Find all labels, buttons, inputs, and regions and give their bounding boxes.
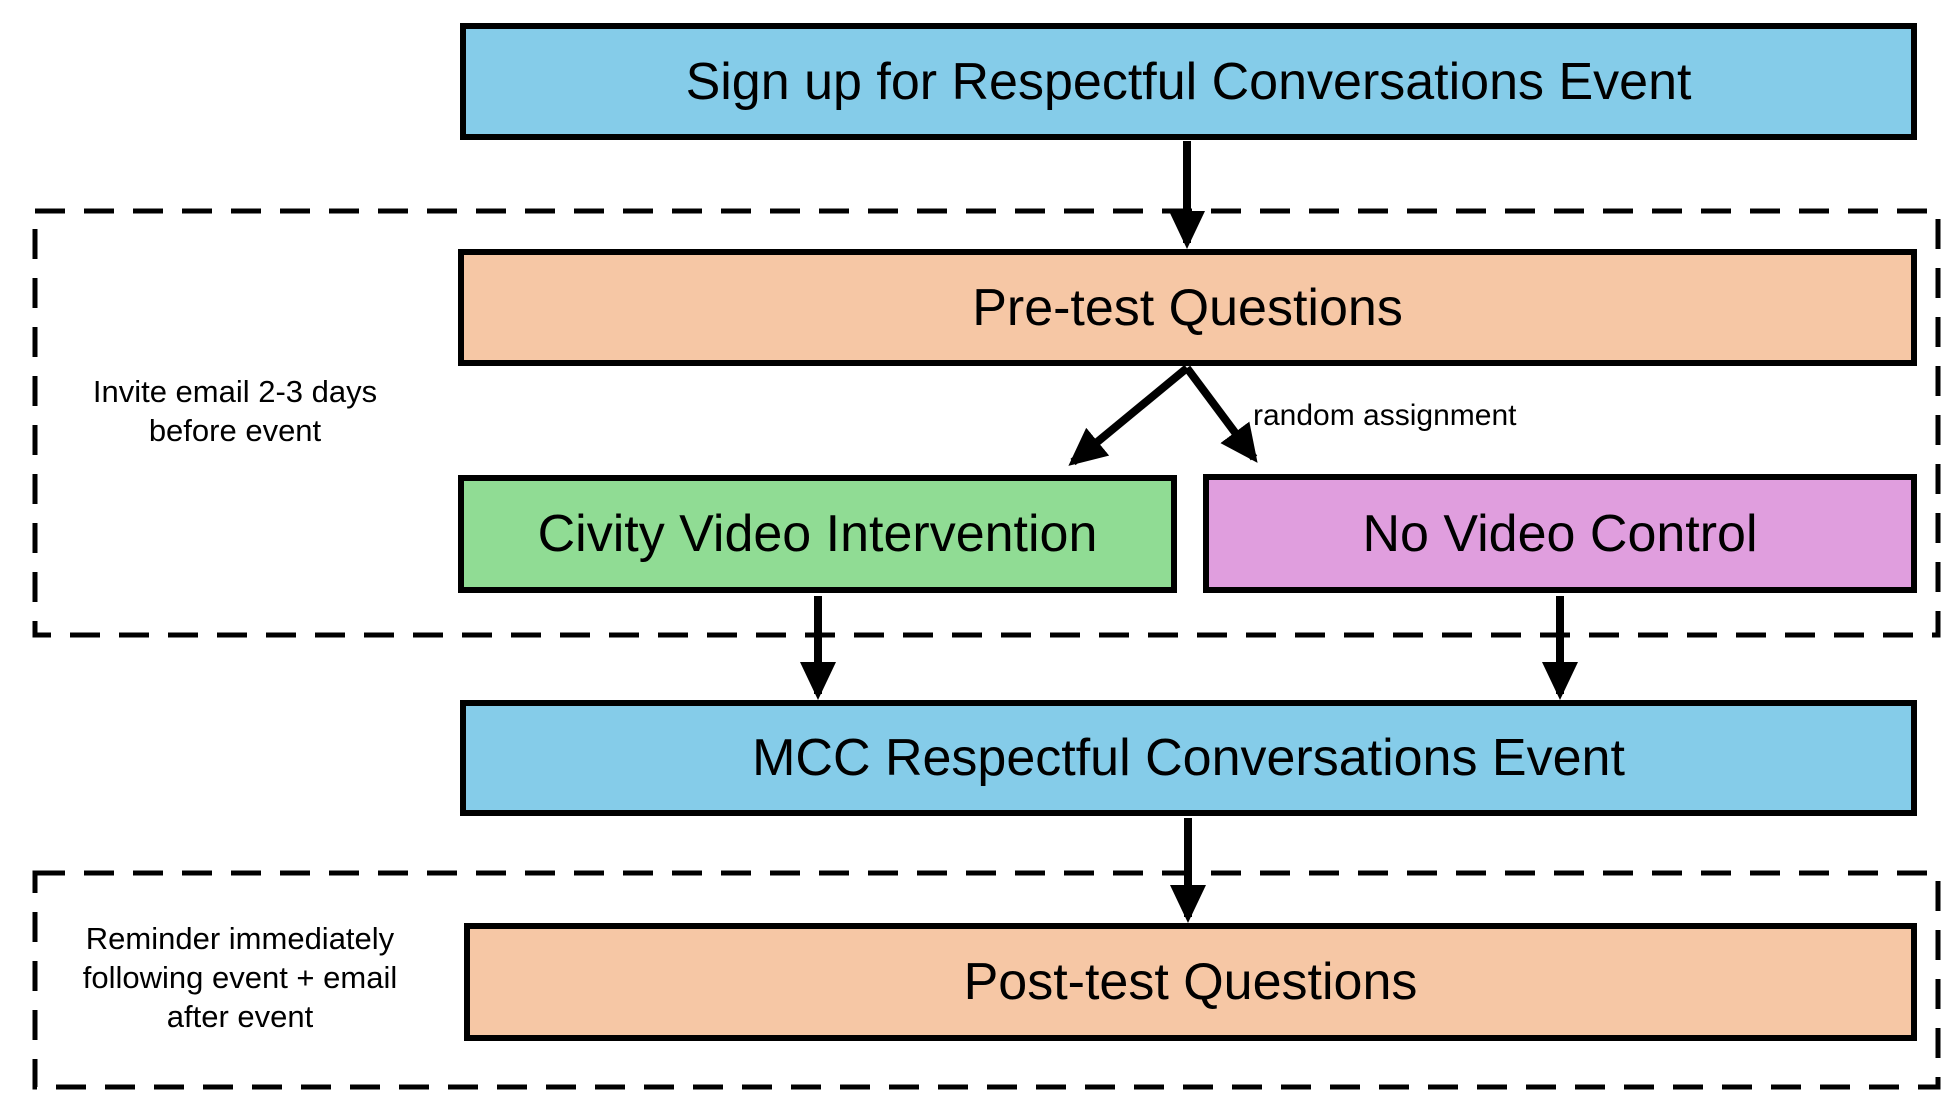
invite-email-note-line1: Invite email 2-3 days: [92, 374, 378, 409]
invite-email-note-line2: before event: [148, 413, 322, 448]
no-video-control-node: No Video Control: [1203, 474, 1917, 593]
random-assignment-label: random assignment: [1253, 399, 1517, 432]
invite-email-note: Invite email 2-3 days before event: [40, 372, 430, 450]
mcc-event-node: MCC Respectful Conversations Event: [460, 700, 1917, 816]
arrow-pretest-to-control: [1183, 365, 1258, 463]
signup-node: Sign up for Respectful Conversations Eve…: [460, 23, 1917, 140]
posttest-node: Post-test Questions: [464, 923, 1917, 1041]
civity-video-intervention-node: Civity Video Intervention: [458, 475, 1177, 593]
arrow-pretest-to-intervention: [1068, 364, 1190, 466]
post-event-phase-dashed-border: [32, 870, 1941, 1090]
reminder-note-line1: Reminder immediately: [85, 921, 395, 956]
reminder-note-line2: following event + email: [82, 960, 398, 995]
pretest-node: Pre-test Questions: [458, 249, 1917, 366]
reminder-note: Reminder immediately following event + e…: [40, 919, 440, 1036]
reminder-note-line3: after event: [166, 999, 314, 1034]
pre-event-phase-dashed-border: [32, 208, 1941, 638]
